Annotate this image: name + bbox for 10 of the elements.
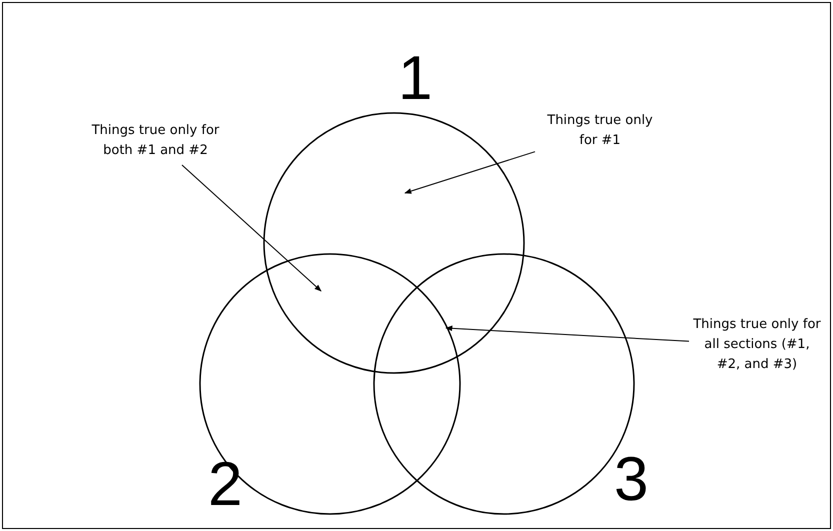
callout-text: Things true only for both #1 and #2 — [90, 122, 220, 160]
leader-arrow — [181, 164, 322, 292]
callout-text: Things true only for #1 — [546, 112, 654, 150]
set-number: 1 — [398, 48, 432, 110]
callout-text: Things true only for all sections (#1, #2, and #3) — [693, 316, 821, 374]
leader-arrow — [404, 151, 536, 194]
leader-arrow — [445, 326, 690, 342]
set-number: 3 — [614, 449, 648, 511]
set-number: 2 — [208, 454, 242, 516]
venn-circle — [200, 254, 460, 514]
